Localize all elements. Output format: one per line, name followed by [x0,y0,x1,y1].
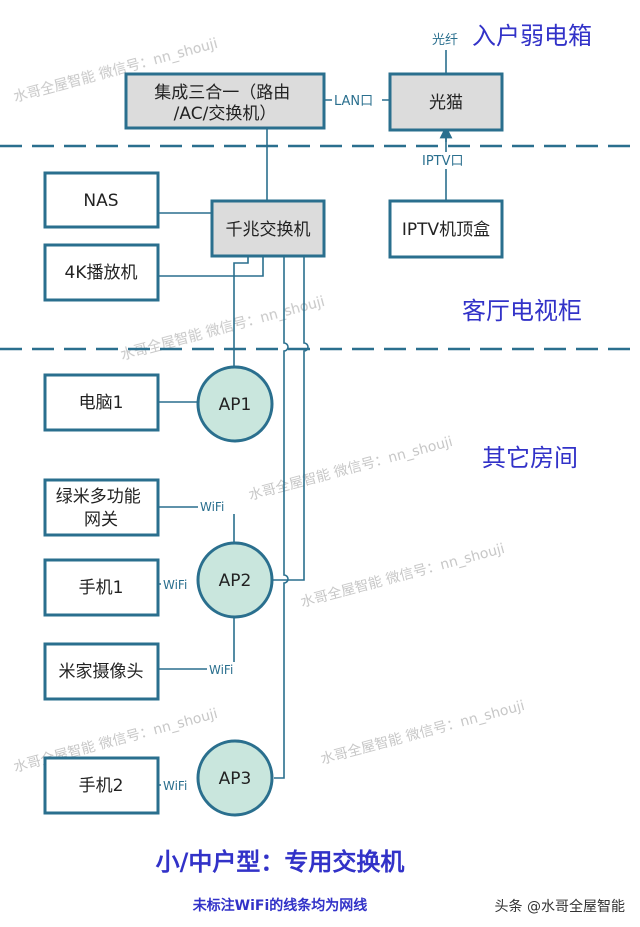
switch-box [210,199,326,258]
zone-label-cabinet: 入户弱电箱 [472,22,592,50]
switch-label: 千兆交换机 [226,220,311,240]
label-wifi-gateway: WiFi [200,500,224,514]
access-points [196,365,274,817]
ap3-label: AP3 [219,769,252,789]
router-label-line-1: 集成三合一（路由 [154,83,290,103]
gateway-label-line-1: 绿米多功能 [56,487,141,507]
watermark-4: 水哥全屋智能 微信号：nn_shouji [299,540,507,611]
watermark-2: 水哥全屋智能 微信号：nn_shouji [119,293,327,364]
modem-label: 光猫 [429,93,463,113]
watermark-3: 水哥全屋智能 微信号：nn_shouji [247,433,455,504]
zone-separators [0,144,640,351]
pc1-box [43,373,160,432]
label-wifi-phone2: WiFi [163,779,187,793]
edge-label-backgrounds [161,92,472,793]
ap3-circle [196,739,274,817]
nas-box [43,171,160,229]
gateway-label-line-2: 网关 [84,510,118,530]
phone1-label: 手机1 [79,578,124,598]
zone-labels: 入户弱电箱 客厅电视柜 其它房间 [462,22,592,472]
camera-label: 米家摄像头 [59,662,144,682]
iptv-box [388,199,504,259]
player-box [43,243,160,302]
zone-label-rooms: 其它房间 [482,444,578,472]
label-iptv-port: IPTV口 [422,154,464,169]
pc1-label: 电脑1 [79,393,124,413]
phone1-box [43,558,160,617]
phone2-box [43,756,160,815]
gateway-box [43,478,160,537]
label-lan-port: LAN口 [334,94,373,109]
label-wifi-camera: WiFi [209,663,233,677]
white-boxes [43,171,504,815]
edge-labels: 光纤 LAN口 IPTV口 WiFi WiFi WiFi WiFi [163,33,464,793]
iptv-box-label: IPTV机顶盒 [402,220,490,240]
node-labels: 集成三合一（路由 /AC/交换机） 光猫 NAS 千兆交换机 IPTV机顶盒 4… [56,83,490,796]
phone2-label: 手机2 [79,776,124,796]
player-label: 4K播放机 [65,263,138,283]
ap1-circle [196,365,274,443]
wire-player-switch [158,256,264,277]
camera-box [43,642,160,701]
gray-boxes [124,72,504,258]
watermark-6: 水哥全屋智能 微信号：nn_shouji [319,697,527,768]
ap2-label: AP2 [219,571,252,591]
wire-switch-ap3 [274,256,289,779]
nas-label: NAS [83,191,118,211]
router-label: 集成三合一（路由 /AC/交换机） [154,83,295,124]
diagram-title: 小/中户型：专用交换机 [156,848,405,876]
label-wifi-phone1: WiFi [163,578,187,592]
router-label-line-2: /AC/交换机） [174,104,277,124]
diagram-note: 未标注WiFi的线条均为网线 [193,897,368,914]
label-fiber: 光纤 [432,33,458,48]
wire-switch-ap2 [273,256,309,581]
ap2-circle [196,541,274,619]
source-credit: 头条 @水哥全屋智能 [495,898,625,915]
ap1-label: AP1 [219,395,252,415]
gateway-label: 绿米多功能 网关 [56,487,146,530]
modem-box [388,72,504,132]
router-box [124,72,326,130]
wire-switch-ap1 [233,256,249,370]
wireless-camera-ap2 [158,616,235,670]
zone-label-living: 客厅电视柜 [462,297,582,325]
